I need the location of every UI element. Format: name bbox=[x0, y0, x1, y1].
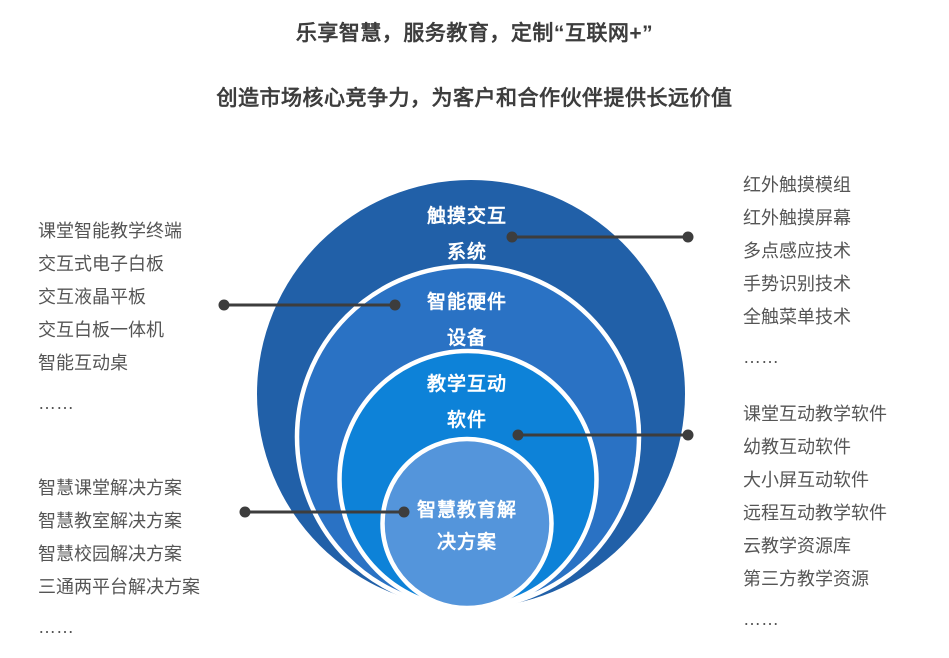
list-item: 幼教互动软件 bbox=[743, 437, 851, 457]
page-title-line2: 创造市场核心竞争力，为客户和合作伙伴提供长远价值 bbox=[216, 87, 733, 110]
list-item: 智慧课堂解决方案 bbox=[38, 478, 182, 498]
ring-label-line: 决方案 bbox=[436, 532, 497, 553]
ring-label-line: 触摸交互 bbox=[426, 206, 507, 227]
ring-circle-smart-education-solutions bbox=[380, 436, 554, 611]
ring-label-line: 教学互动 bbox=[426, 374, 507, 395]
list-item: 第三方教学资源 bbox=[743, 569, 869, 589]
connectors bbox=[218, 231, 694, 518]
list-item: 手势识别技术 bbox=[743, 274, 851, 294]
ring-label-smart-education-solutions: 智慧教育解 决方案 bbox=[357, 495, 577, 559]
list-item: 远程互动教学软件 bbox=[743, 503, 887, 523]
ring-label-line: 智慧教育解 bbox=[416, 500, 517, 521]
list-item: …… bbox=[743, 609, 779, 629]
connector-dot bbox=[512, 429, 524, 441]
list-item: 智慧校园解决方案 bbox=[38, 544, 182, 564]
list-item: 智慧教室解决方案 bbox=[38, 511, 182, 531]
list-item: 红外触摸模组 bbox=[743, 175, 851, 195]
ring-label-touch-interaction-system: 触摸交互 系统 bbox=[357, 199, 577, 271]
connector-dot bbox=[682, 429, 694, 441]
page-title-line1: 乐享智慧，服务教育，定制“互联网+” bbox=[295, 22, 654, 45]
list-item: 三通两平台解决方案 bbox=[38, 577, 200, 597]
list-item: 课堂互动教学软件 bbox=[743, 404, 887, 424]
list-software-products: 课堂互动教学软件幼教互动软件大小屏互动软件远程互动教学软件云教学资源库第三方教学… bbox=[743, 398, 887, 636]
ring-label-line: 智能硬件 bbox=[426, 292, 507, 313]
connector-dot bbox=[682, 231, 694, 243]
list-item: 全触菜单技术 bbox=[743, 307, 851, 327]
list-item: …… bbox=[38, 617, 74, 637]
list-item: 大小屏互动软件 bbox=[743, 470, 869, 490]
list-item: 智能互动桌 bbox=[38, 353, 128, 373]
ring-label-line: 系统 bbox=[446, 242, 487, 263]
ring-label-line: 设备 bbox=[446, 328, 487, 349]
list-item: 课堂智能教学终端 bbox=[38, 221, 182, 241]
ring-label-teaching-interactive-software: 教学互动 软件 bbox=[357, 367, 577, 439]
connector-dot bbox=[239, 506, 251, 518]
list-item: 红外触摸屏幕 bbox=[743, 208, 851, 228]
list-item: …… bbox=[743, 347, 779, 367]
list-item: 交互白板一体机 bbox=[38, 320, 164, 340]
connector-dot bbox=[506, 231, 518, 243]
list-item: 交互式电子白板 bbox=[38, 254, 164, 274]
ring-label-line: 软件 bbox=[446, 410, 487, 431]
list-item: 交互液晶平板 bbox=[38, 287, 146, 307]
list-item: 云教学资源库 bbox=[743, 536, 851, 556]
connector-dot bbox=[398, 506, 410, 518]
list-solutions: 智慧课堂解决方案智慧教室解决方案智慧校园解决方案三通两平台解决方案 …… bbox=[38, 472, 200, 644]
ring-label-smart-hardware-devices: 智能硬件 设备 bbox=[357, 285, 577, 357]
connector-dot bbox=[218, 299, 230, 311]
list-touch-technologies: 红外触摸模组红外触摸屏幕多点感应技术手势识别技术全触菜单技术 …… bbox=[743, 169, 851, 374]
connector-dot bbox=[389, 299, 401, 311]
list-item: …… bbox=[38, 393, 74, 413]
list-item: 多点感应技术 bbox=[743, 241, 851, 261]
list-hardware-products: 课堂智能教学终端交互式电子白板交互液晶平板交互白板一体机智能互动桌 …… bbox=[38, 215, 182, 420]
